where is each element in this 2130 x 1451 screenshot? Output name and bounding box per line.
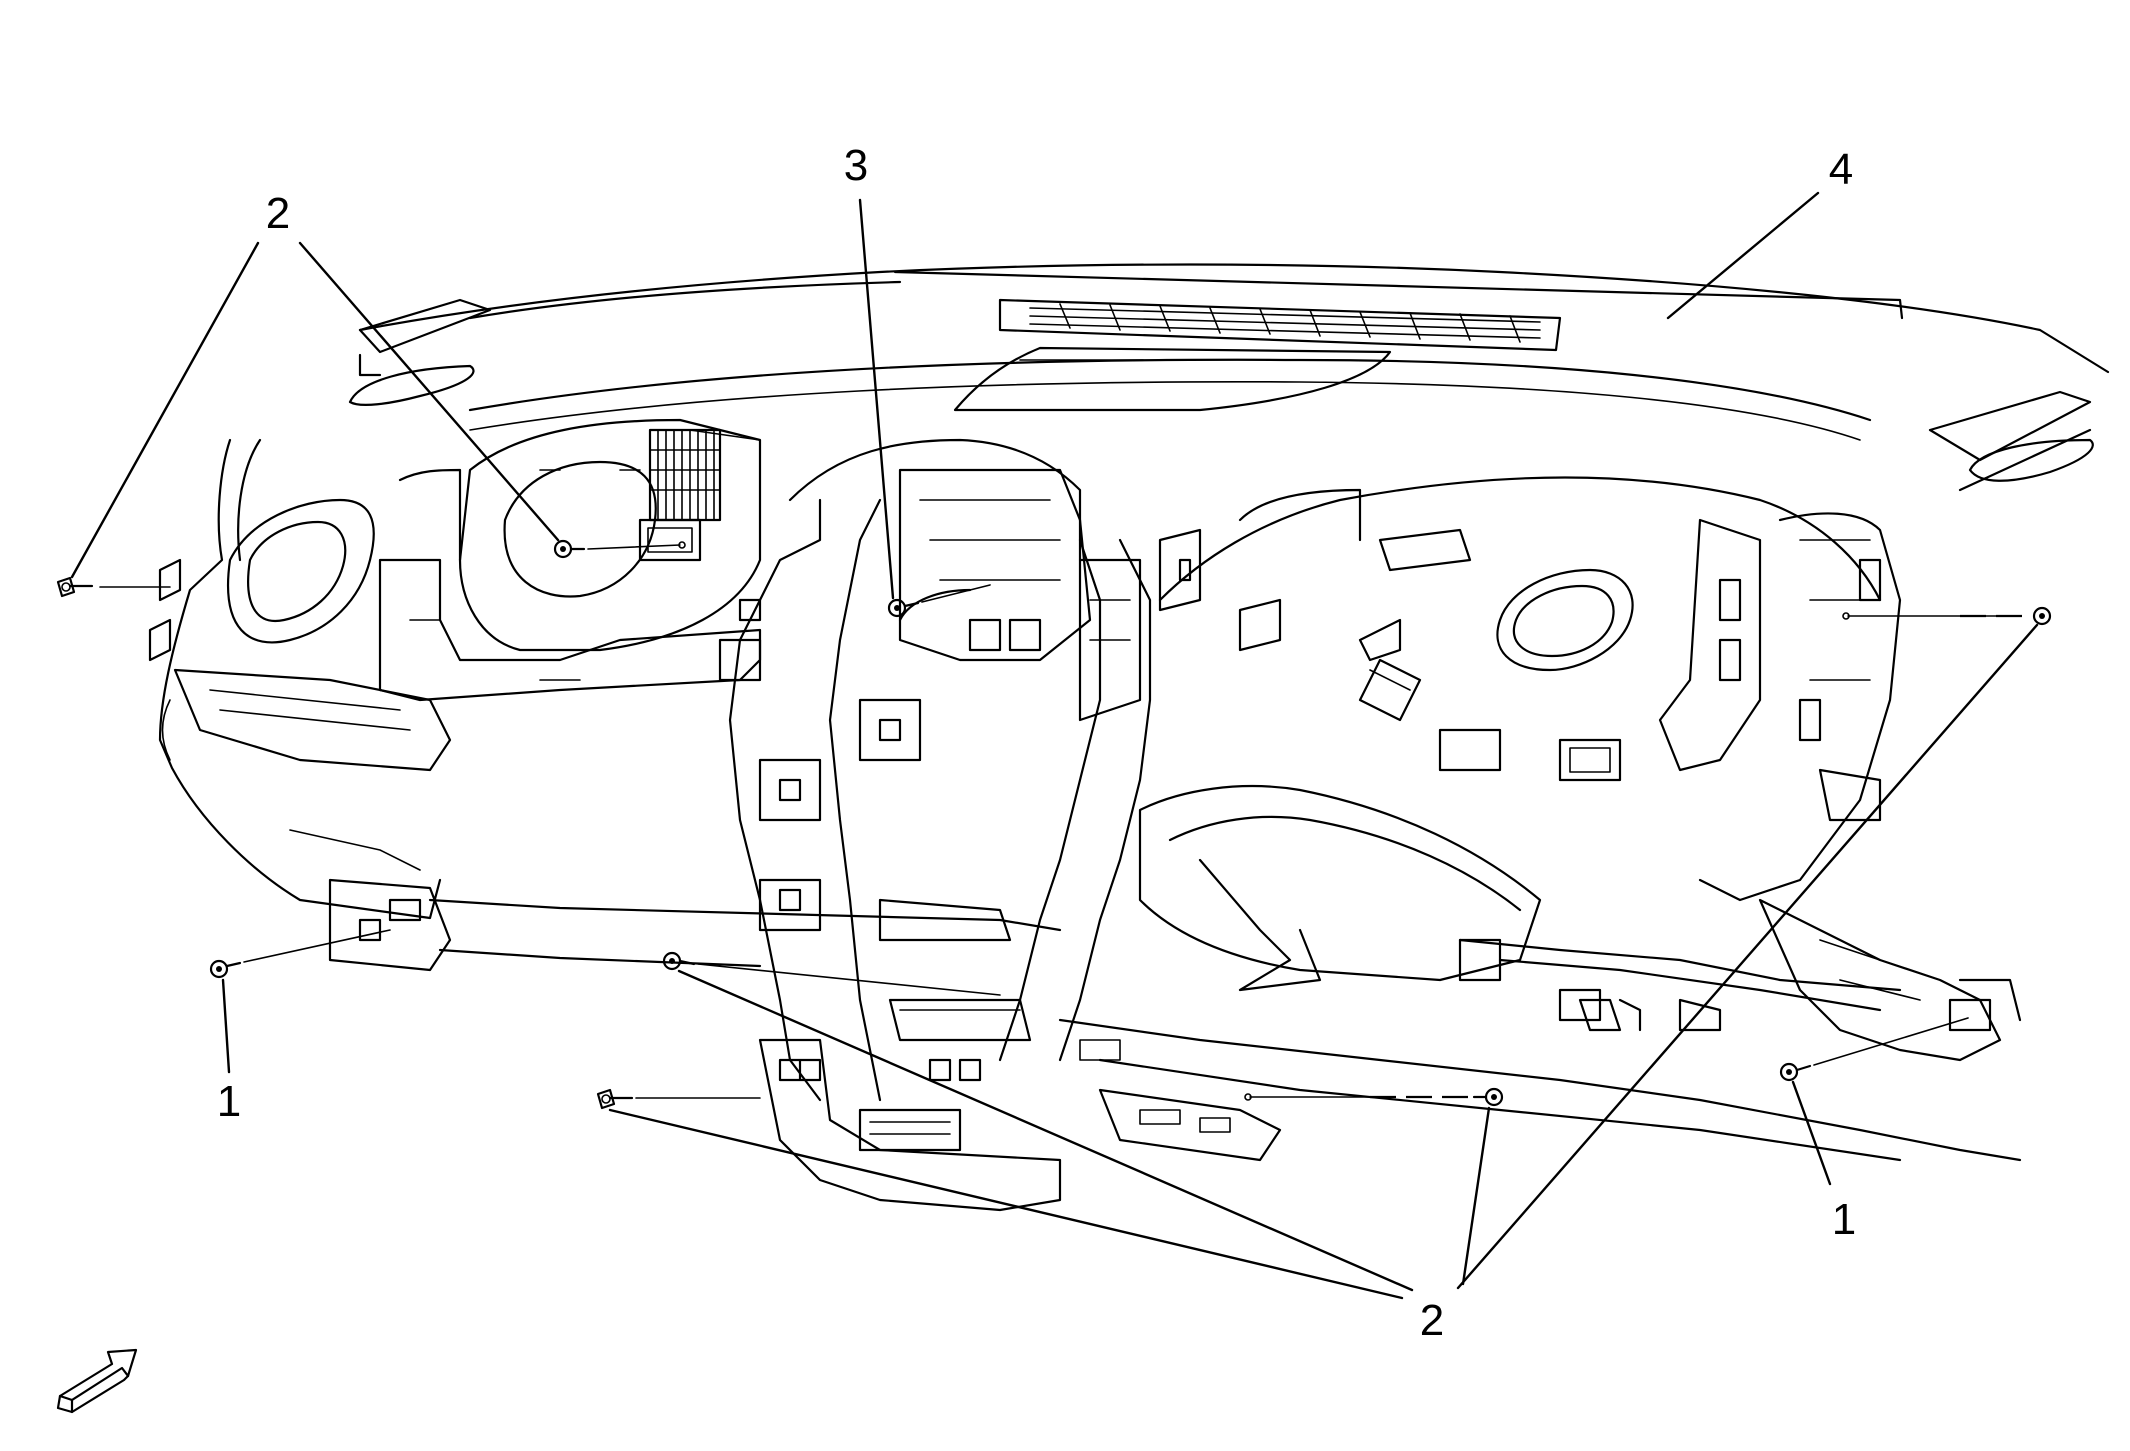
leader-lines (70, 191, 2039, 1300)
instrument-cluster-opening (458, 418, 762, 652)
fasteners (56, 539, 2052, 1110)
bolt-2-center-upper (662, 951, 696, 971)
defroster-grille (998, 298, 1562, 352)
center-stack (728, 438, 1152, 1212)
callout-labels: 2 3 4 1 1 2 (217, 141, 1856, 1345)
instrument-panel (148, 263, 2110, 1212)
callout-4: 4 (1829, 145, 1853, 194)
bolt-2-center-lower (596, 1088, 634, 1110)
bolt-2-right-side (2032, 606, 2052, 626)
bolt-2-cluster (553, 539, 586, 559)
bolt-2-left-side (56, 576, 94, 598)
front-direction-arrow-icon (56, 1348, 138, 1414)
lower-cross-beam (428, 898, 2022, 1162)
bolt-2-right-lower (1472, 1087, 1504, 1107)
bolt-1-right-lower (1779, 1062, 1812, 1082)
callout-1-left: 1 (217, 1077, 241, 1126)
callout-2-top-left: 2 (266, 189, 290, 238)
bolt-1-left-lower (209, 959, 242, 979)
callout-1-right: 1 (1832, 1195, 1856, 1244)
callout-2-bottom: 2 (1420, 1296, 1444, 1345)
installation-lines (99, 541, 2028, 1101)
callout-3: 3 (844, 141, 868, 190)
bolt-3-center (887, 598, 920, 618)
